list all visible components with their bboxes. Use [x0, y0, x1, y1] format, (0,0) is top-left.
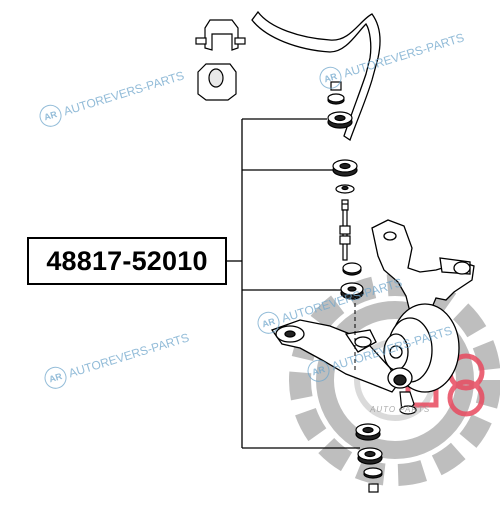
- lower-ball-joint: [399, 391, 417, 415]
- lower-washer: [342, 262, 362, 276]
- upper-bushing: [327, 111, 353, 129]
- corner-logo-text: AUTO PARTS: [370, 405, 431, 414]
- washer: [335, 184, 355, 194]
- part-number-box: 48817-52010: [27, 237, 227, 285]
- lower-control-arm: [270, 319, 413, 393]
- bottom-nut: [363, 467, 383, 493]
- bottom-bushing: [355, 423, 381, 441]
- bottom-washer: [357, 447, 383, 465]
- stabilizer-bar: [251, 10, 381, 141]
- leader-lines: [227, 118, 360, 449]
- middle-bushing: [332, 159, 358, 177]
- upper-nut: [327, 81, 345, 105]
- bar-bushing: [197, 63, 237, 101]
- steering-knuckle: [371, 219, 475, 323]
- lower-bushing: [340, 282, 364, 300]
- link-bolt: [339, 199, 351, 261]
- part-number: 48817-52010: [46, 245, 208, 276]
- bar-bushing-bracket: [195, 19, 246, 51]
